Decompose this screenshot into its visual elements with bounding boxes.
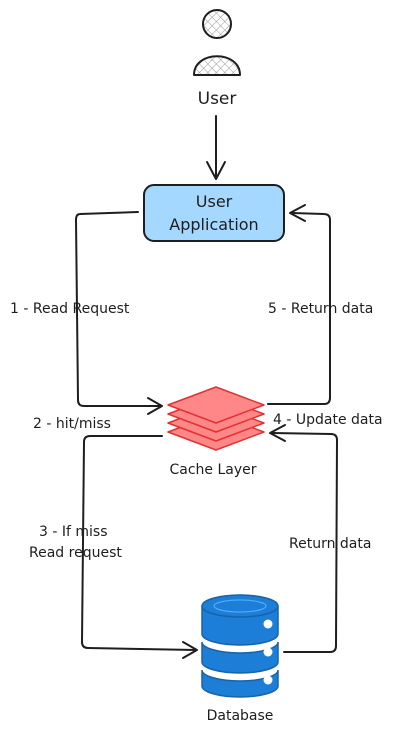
database-segment-bottom <box>201 669 279 698</box>
label-update-data: 4 - Update data <box>273 412 383 428</box>
cache-layer-top <box>167 386 265 424</box>
user-icon[interactable] <box>193 9 241 76</box>
user-application-label-line1: User <box>196 192 233 211</box>
database-segment-middle <box>201 641 279 674</box>
user-application-label-line2: Application <box>169 215 258 234</box>
database-top-cap-highlight <box>213 599 267 613</box>
label-if-miss-line1: 3 - If miss <box>39 524 107 540</box>
arrow-return-data-app <box>267 204 331 405</box>
database-label: Database <box>207 708 274 724</box>
label-read-request: 1 - Read Request <box>10 301 130 317</box>
user-head <box>202 9 232 39</box>
label-if-miss-line2: Read request <box>29 545 122 561</box>
arrow-if-miss-read-request <box>81 435 198 659</box>
arrow-return-data-db <box>269 424 338 653</box>
arrow-read-request <box>75 211 163 415</box>
cache-layer-icon[interactable] <box>167 386 265 451</box>
user-application-box <box>143 184 285 242</box>
database-light-top <box>263 619 273 629</box>
user-body <box>193 55 241 76</box>
cache-layer-label: Cache Layer <box>169 462 256 478</box>
label-return-data-app: 5 - Return data <box>268 301 373 317</box>
label-hit-miss: 2 - hit/miss <box>33 416 111 432</box>
label-return-data-db: Return data <box>289 536 371 552</box>
user-label: User <box>198 89 237 109</box>
database-light-middle <box>263 647 273 657</box>
user-application-node[interactable]: User Application <box>143 184 285 242</box>
database-icon[interactable] <box>201 594 279 698</box>
arrow-user-to-app <box>206 115 226 180</box>
database-top-cap <box>201 594 279 618</box>
database-light-bottom <box>263 675 273 685</box>
